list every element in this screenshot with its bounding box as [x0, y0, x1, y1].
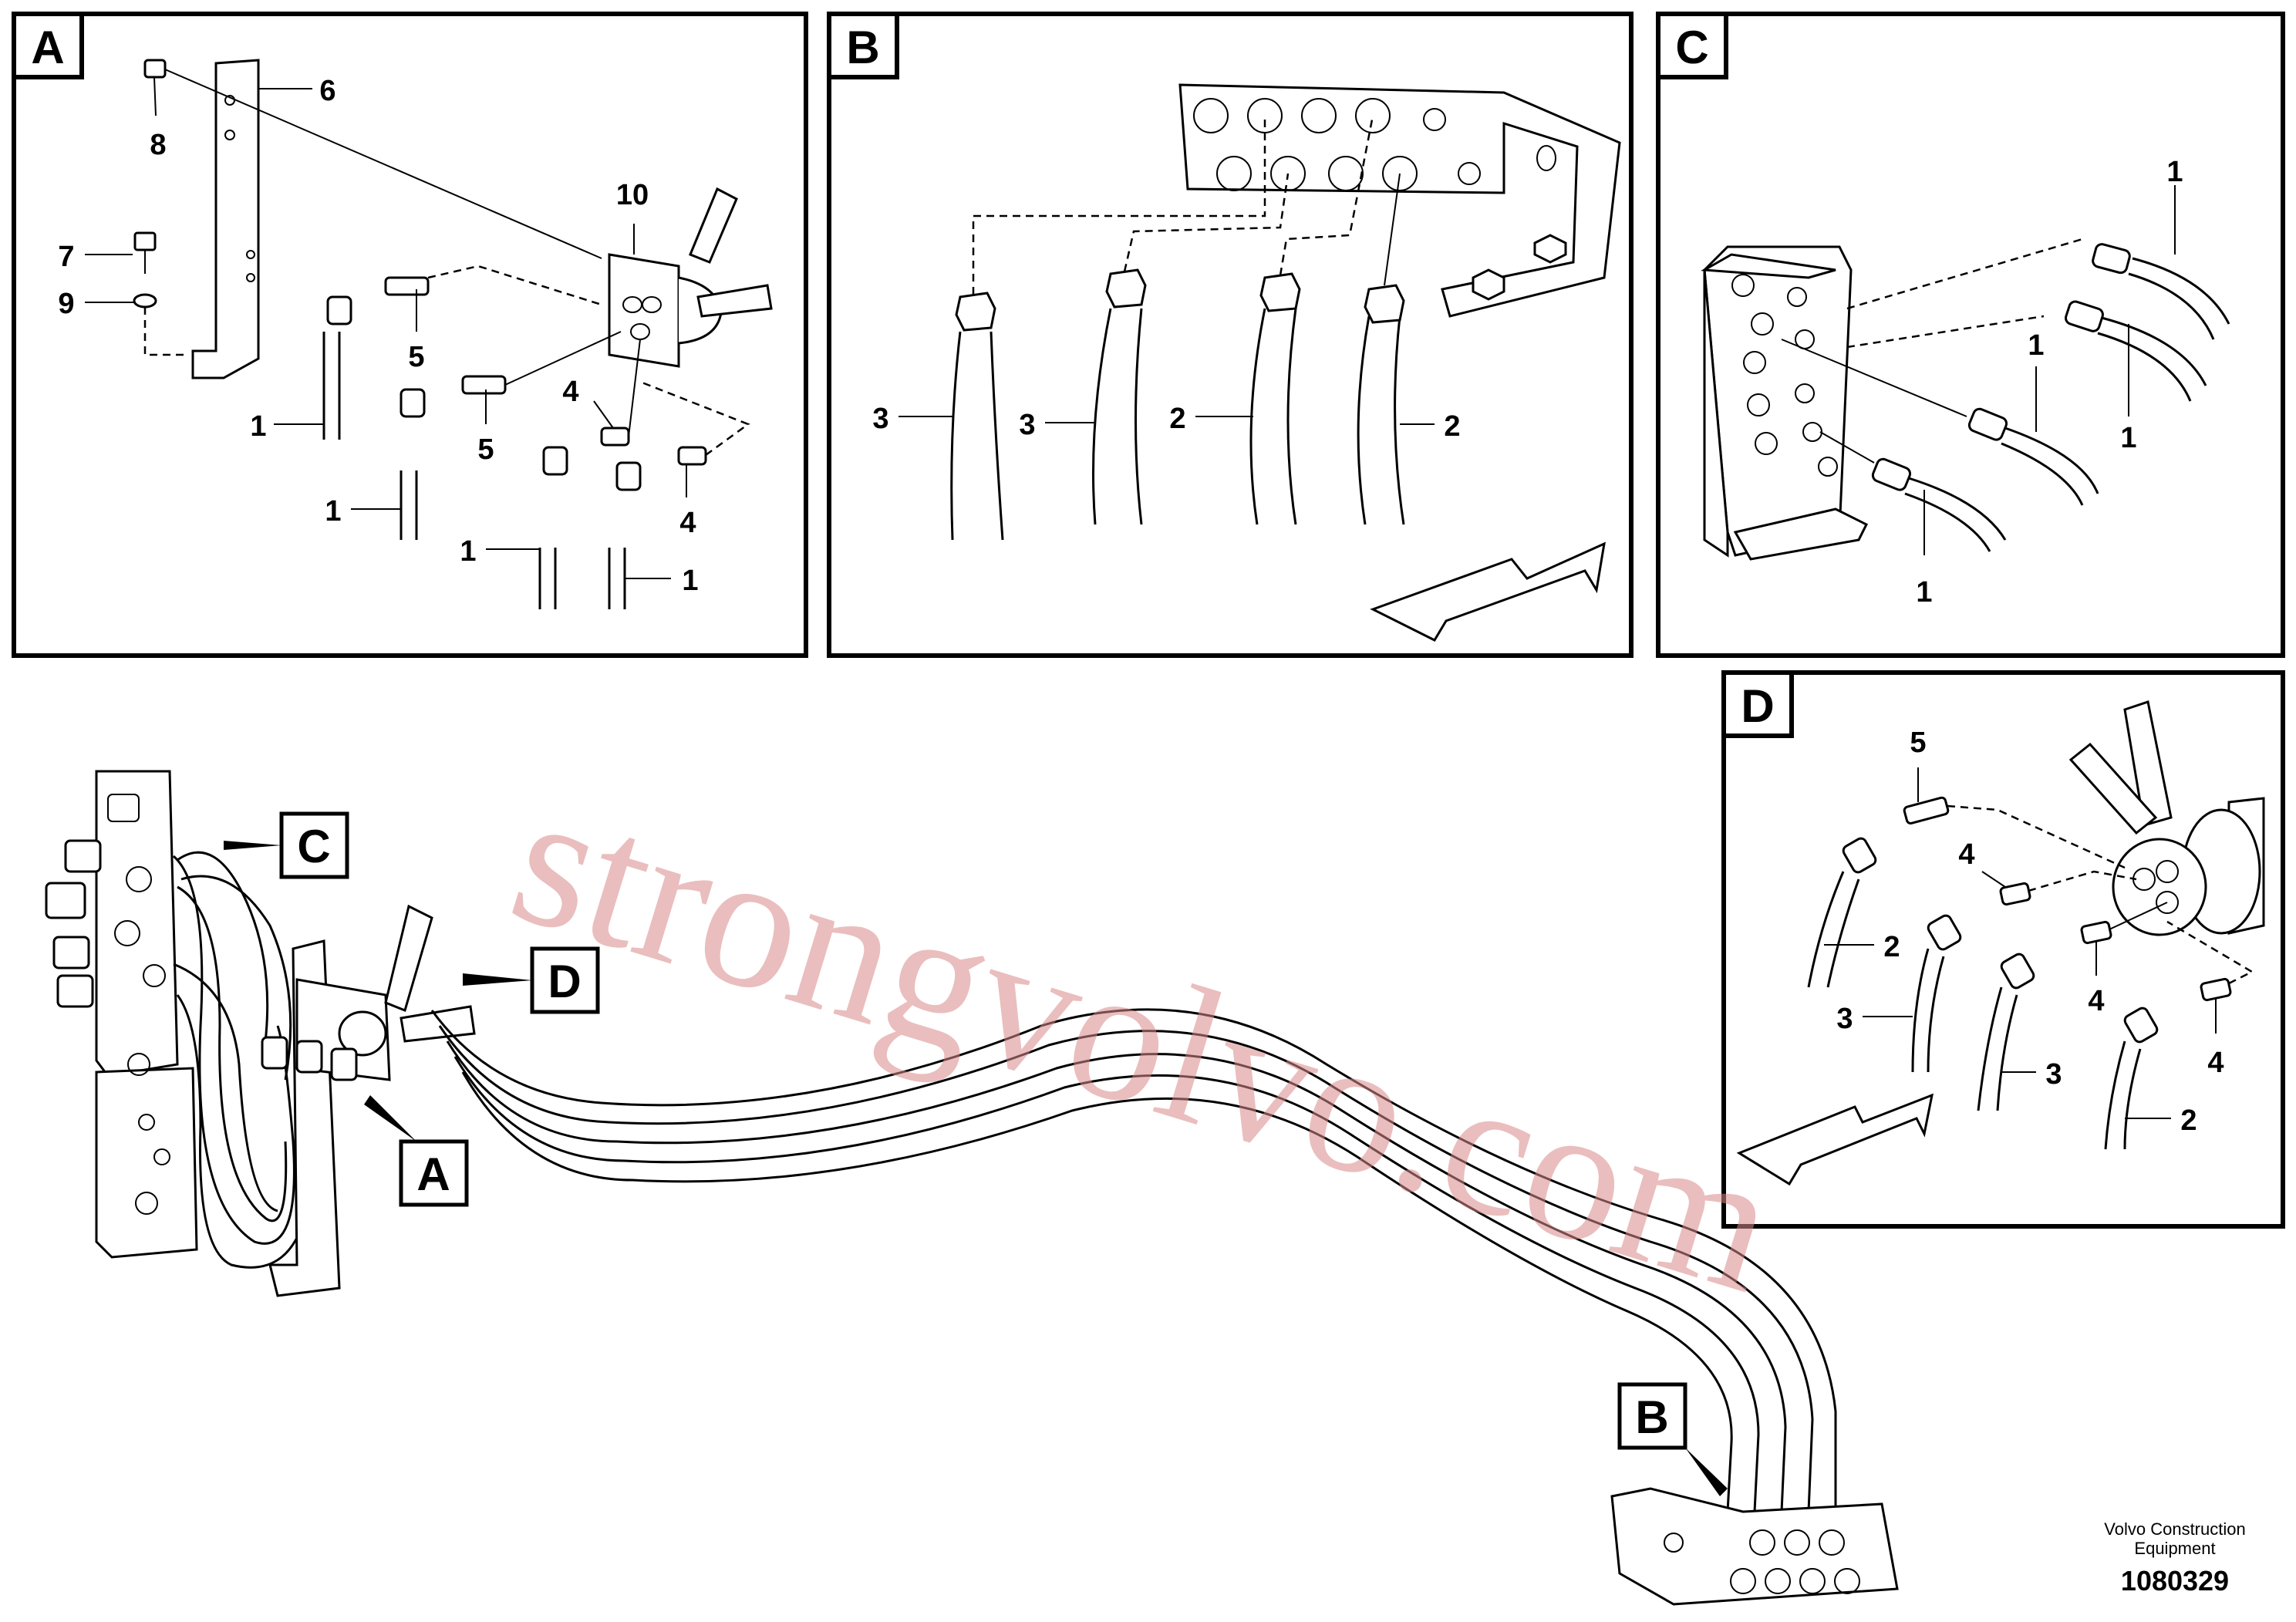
hose-assemblies-a — [322, 265, 750, 609]
hose-assemblies-b — [950, 115, 1405, 541]
control-valve-10 — [608, 187, 773, 368]
watermark: strongvolvo.com — [491, 749, 1799, 1334]
long-hose-run — [430, 1008, 1837, 1512]
callout-1-c-bottom: 1 — [1916, 576, 1932, 609]
footer-company-line2: Equipment — [2134, 1539, 2215, 1558]
screw-8 — [143, 59, 602, 259]
callout-9: 9 — [58, 288, 74, 320]
callout-3-d-right: 3 — [2045, 1058, 2062, 1091]
footer-drawing-number: 1080329 — [2121, 1565, 2229, 1597]
left-hose-loops — [173, 851, 310, 1269]
callout-1-a: 1 — [250, 410, 266, 443]
callout-3-right: 3 — [1019, 409, 1035, 441]
callout-4-right: 4 — [679, 507, 696, 539]
callout-4-d-upper: 4 — [1958, 838, 1974, 871]
callout-1-c: 1 — [460, 535, 476, 568]
callout-3-left: 3 — [872, 403, 888, 435]
callout-5-d: 5 — [1910, 727, 1926, 759]
main-label-c-text: C — [297, 821, 330, 872]
callout-2-right: 2 — [1444, 410, 1460, 443]
main-label-a: A — [364, 1095, 469, 1207]
main-label-b-text: B — [1635, 1391, 1668, 1443]
callout-2-d-upper: 2 — [1883, 931, 1900, 963]
main-label-c: C — [224, 811, 349, 879]
center-valve-bracket — [261, 904, 476, 1297]
callout-1-c-top: 1 — [2166, 156, 2183, 188]
callout-1-b: 1 — [325, 495, 341, 528]
callout-1-c-mid: 1 — [2028, 329, 2044, 362]
callout-8: 8 — [150, 129, 166, 161]
main-label-b: B — [1617, 1382, 1728, 1496]
manifold-block-c — [1700, 245, 1869, 561]
detail-panel-d: D — [1721, 670, 2285, 1229]
direction-arrow-b — [1370, 541, 1606, 642]
manifold-block-b — [1178, 83, 1621, 318]
detail-panel-a: A 6 8 7 9 — [12, 12, 808, 658]
callout-10: 10 — [616, 179, 649, 211]
washer-9 — [133, 293, 157, 309]
callout-3-d-left: 3 — [1836, 1003, 1853, 1035]
control-valve-d — [2068, 700, 2265, 936]
detail-panel-b: B — [827, 12, 1633, 658]
manifold-block-main — [1610, 1487, 1899, 1606]
screw-7 — [133, 231, 157, 274]
panel-b-letter: B — [846, 22, 879, 73]
callout-6: 6 — [319, 75, 335, 107]
callout-1-c-right: 1 — [2120, 422, 2136, 454]
callout-1-d: 1 — [682, 565, 698, 597]
main-label-d: D — [463, 946, 600, 1014]
left-valve-block — [45, 770, 198, 1259]
callout-4-d-mid: 4 — [2088, 985, 2104, 1017]
callout-5-lower: 5 — [477, 433, 494, 466]
footer-company-line1: Volvo Construction — [2104, 1519, 2245, 1539]
callout-5-upper: 5 — [408, 341, 424, 373]
direction-arrow-d — [1736, 1093, 1934, 1186]
main-label-d-text: D — [548, 956, 581, 1007]
detail-panel-c: C — [1656, 12, 2285, 658]
main-assembly — [45, 770, 1899, 1606]
hose-assemblies-c — [1781, 238, 2230, 552]
panel-d-letter: D — [1741, 680, 1774, 732]
callout-4-left: 4 — [562, 376, 578, 408]
callout-7: 7 — [58, 241, 74, 273]
bracket — [191, 59, 260, 379]
callout-4-d-lower: 4 — [2207, 1047, 2224, 1079]
panel-c-letter: C — [1675, 22, 1708, 73]
callout-2-left: 2 — [1169, 403, 1185, 435]
callout-2-d-lower: 2 — [2180, 1104, 2197, 1137]
panel-a-letter: A — [31, 22, 64, 73]
main-label-a-text: A — [416, 1148, 450, 1200]
hose-assemblies-d — [1807, 796, 2254, 1150]
